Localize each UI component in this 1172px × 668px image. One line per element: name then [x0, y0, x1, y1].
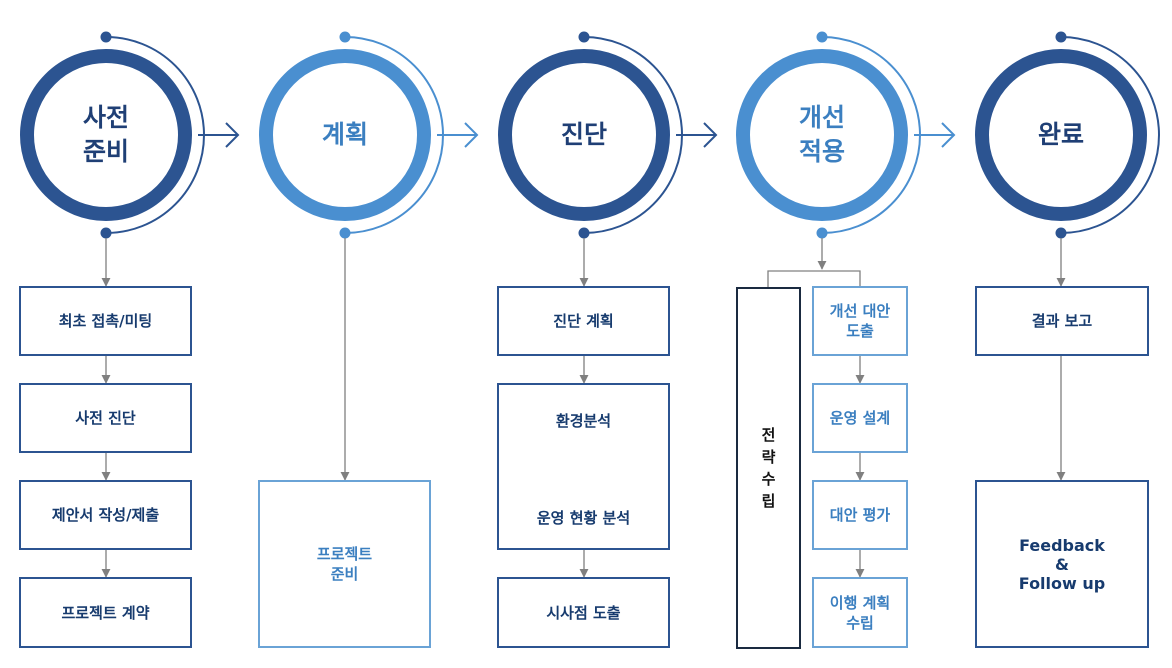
step-first-contact: 최초 접촉/미팅	[19, 286, 192, 356]
dot-diag-top	[578, 31, 590, 43]
step-project-prep: 프로젝트 준비	[258, 480, 431, 648]
dot-prep-top	[100, 31, 112, 43]
stage-arc-done	[1060, 36, 1160, 234]
dot-plan-bottom	[339, 227, 351, 239]
stage-plan-label: 계획	[321, 120, 368, 149]
dot-diag-bottom	[578, 227, 590, 239]
dot-plan-top	[339, 31, 351, 43]
stage-prep-label: 사전 준비	[82, 103, 129, 166]
stage-improve-label: 개선 적용	[798, 103, 845, 166]
step-pre-diagnosis: 사전 진단	[19, 383, 192, 453]
step-environment-analysis: 환경분석	[555, 412, 612, 430]
step-operation-design-label: 운영 설계	[829, 409, 891, 427]
step-diagnosis-plan-label: 진단 계획	[553, 312, 614, 330]
step-contract-label: 프로젝트 계약	[61, 603, 150, 622]
step-result-report: 결과 보고	[975, 286, 1149, 356]
stage-plan: 계획	[259, 49, 431, 221]
dot-done-top	[1055, 31, 1067, 43]
dot-prep-bottom	[100, 227, 112, 239]
improve-branch-line	[767, 270, 861, 287]
step-feedback: Feedback & Follow up	[975, 480, 1149, 648]
step-implications: 시사점 도출	[497, 577, 670, 648]
step-proposal: 제안서 작성/제출	[19, 480, 192, 550]
step-implications-label: 시사점 도출	[546, 603, 621, 622]
step-strategy: 전 략 수 립	[736, 287, 801, 649]
step-proposal-label: 제안서 작성/제출	[51, 506, 160, 524]
step-diagnosis-plan: 진단 계획	[497, 286, 670, 356]
step-first-contact-label: 최초 접촉/미팅	[58, 312, 153, 330]
step-project-prep-label: 프로젝트 준비	[316, 545, 373, 583]
stage-diag: 진단	[498, 49, 670, 221]
step-improvement-options: 개선 대안 도출	[812, 286, 908, 356]
step-implementation-plan: 이행 계획 수립	[812, 577, 908, 648]
step-operation-design: 운영 설계	[812, 383, 908, 453]
stage-arrow-1	[198, 122, 240, 148]
step-pre-diagnosis-label: 사전 진단	[75, 409, 136, 427]
stage-diag-label: 진단	[560, 120, 607, 149]
dot-done-bottom	[1055, 227, 1067, 239]
step-improvement-options-label: 개선 대안 도출	[829, 302, 891, 340]
stage-prep: 사전 준비	[20, 49, 192, 221]
stage-done: 완료	[975, 49, 1147, 221]
step-result-report-label: 결과 보고	[1031, 312, 1093, 330]
step-option-evaluation-label: 대안 평가	[829, 506, 891, 524]
step-analysis: 환경분석 운영 현황 분석	[497, 383, 670, 550]
stage-improve: 개선 적용	[736, 49, 908, 221]
dot-improve-top	[816, 31, 828, 43]
step-contract: 프로젝트 계약	[19, 577, 192, 648]
step-option-evaluation: 대안 평가	[812, 480, 908, 550]
stage-done-label: 완료	[1037, 120, 1084, 149]
stage-arrow-2	[437, 122, 479, 148]
stage-arrow-3	[676, 122, 718, 148]
dot-improve-bottom	[816, 227, 828, 239]
step-feedback-label: Feedback & Follow up	[1018, 535, 1106, 593]
stage-arrow-4	[914, 122, 956, 148]
step-operation-analysis: 운영 현황 분석	[536, 509, 631, 527]
step-implementation-plan-label: 이행 계획 수립	[829, 593, 891, 632]
step-strategy-label: 전 략 수 립	[761, 426, 776, 510]
